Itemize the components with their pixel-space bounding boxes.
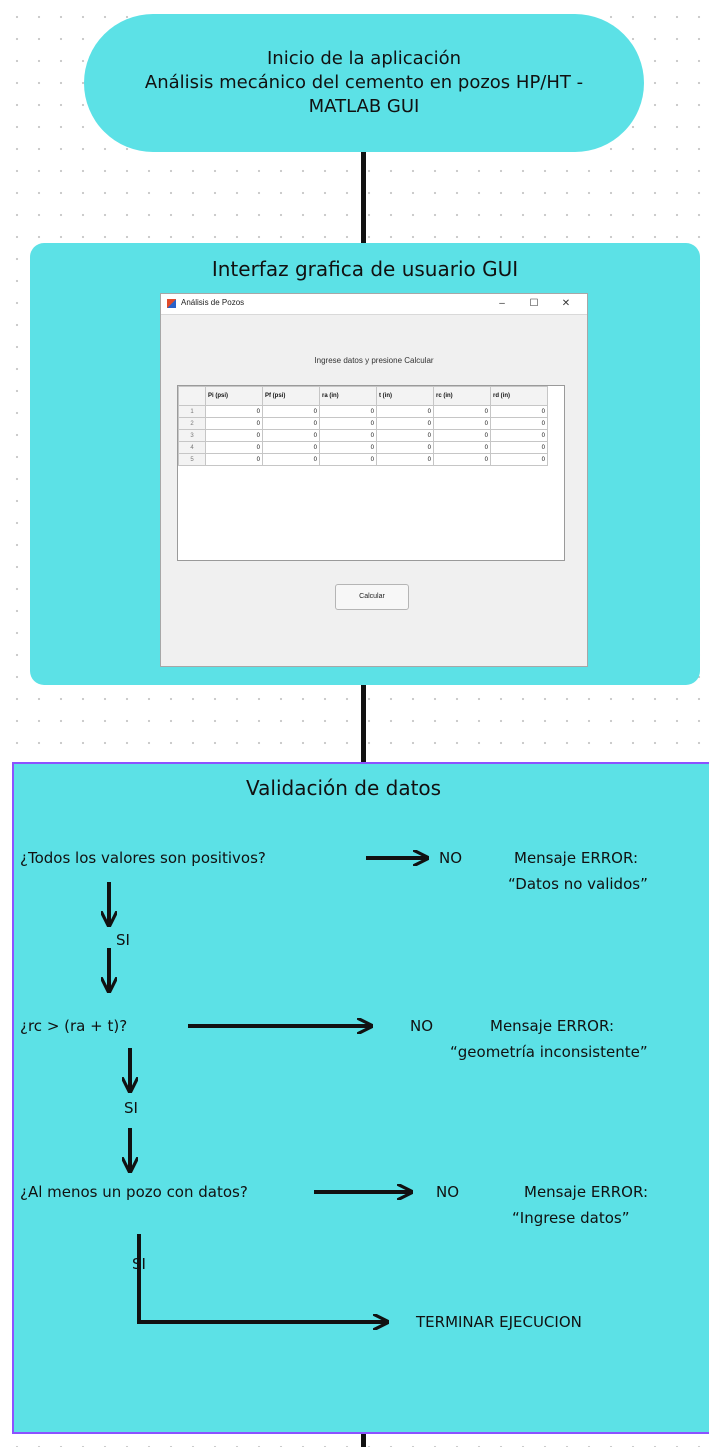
question-positive-values: ¿Todos los valores son positivos? [20,849,266,867]
row-number-header [178,386,206,406]
table-cell[interactable]: 0 [205,417,263,430]
row-number: 1 [178,405,206,418]
start-line-2: Análisis mecánico del cemento en pozos H… [144,72,584,93]
window-title: Análisis de Pozos [181,298,245,307]
table-cell[interactable]: 0 [205,441,263,454]
maximize-button[interactable]: ☐ [529,298,539,309]
column-header[interactable]: t (in) [376,386,434,406]
q1-error-message: “Datos no validos” [508,875,648,893]
calculate-button[interactable]: Calcular [335,584,409,610]
table-cell[interactable]: 0 [262,441,320,454]
table-cell[interactable]: 0 [319,417,377,430]
arrow-si3-to-end [137,1234,386,1322]
q1-no-label: NO [439,849,463,867]
table-cell[interactable]: 0 [376,405,434,418]
gui-node: Interfaz grafica de usuario GUI Análisis… [30,243,700,685]
table-cell[interactable]: 0 [262,429,320,442]
table-cell[interactable]: 0 [262,405,320,418]
table-cell[interactable]: 0 [376,429,434,442]
flow-arrows [14,764,709,1432]
start-line-3: MATLAB GUI [308,96,420,117]
connector-start-to-gui [361,152,366,243]
minimize-button[interactable]: – [499,298,505,309]
table-row: 2 0 0 0 0 0 0 [178,417,548,430]
q1-si-label: SI [116,931,130,949]
table-row: 5 0 0 0 0 0 0 [178,453,548,466]
connector-validation-bottom [361,1432,366,1447]
table-cell[interactable]: 0 [319,429,377,442]
column-header[interactable]: Pi (psi) [205,386,263,406]
window-titlebar: Análisis de Pozos – ☐ ✕ [161,294,587,315]
q1-error-title: Mensaje ERROR: [514,849,638,867]
table-cell[interactable]: 0 [433,429,491,442]
table-cell[interactable]: 0 [376,453,434,466]
table-cell[interactable]: 0 [490,429,548,442]
table-cell[interactable]: 0 [433,441,491,454]
validation-node: Validación de datos ¿Todos los valores s… [12,762,709,1434]
row-number: 3 [178,429,206,442]
table-cell[interactable]: 0 [376,441,434,454]
q2-error-title: Mensaje ERROR: [490,1017,614,1035]
table-cell[interactable]: 0 [490,417,548,430]
table-cell[interactable]: 0 [433,453,491,466]
table-cell[interactable]: 0 [433,417,491,430]
matlab-window: Análisis de Pozos – ☐ ✕ Ingrese datos y … [160,293,588,667]
column-header[interactable]: rc (in) [433,386,491,406]
table-cell[interactable]: 0 [262,417,320,430]
input-prompt: Ingrese datos y presione Calcular [314,356,434,365]
gui-node-title: Interfaz grafica de usuario GUI [211,257,519,281]
q3-error-message: “Ingrese datos” [512,1209,630,1227]
data-table: Pi (psi) Pf (psi) ra (in) t (in) rc (in)… [177,385,565,561]
table-cell[interactable]: 0 [433,405,491,418]
q3-si-label: SI [132,1255,146,1273]
close-button[interactable]: ✕ [561,298,571,309]
column-header[interactable]: rd (in) [490,386,548,406]
table-cell[interactable]: 0 [319,453,377,466]
table-row: 3 0 0 0 0 0 0 [178,429,548,442]
table-row: 1 0 0 0 0 0 0 [178,405,548,418]
table-cell[interactable]: 0 [205,453,263,466]
question-at-least-one-well: ¿Al menos un pozo con datos? [20,1183,248,1201]
row-number: 2 [178,417,206,430]
q2-no-label: NO [410,1017,434,1035]
column-header[interactable]: Pf (psi) [262,386,320,406]
table-cell[interactable]: 0 [205,405,263,418]
q2-si-label: SI [124,1099,138,1117]
q2-error-message: “geometría inconsistente” [450,1043,648,1061]
start-node: Inicio de la aplicación Análisis mecánic… [84,14,644,152]
table-cell[interactable]: 0 [490,453,548,466]
q3-error-title: Mensaje ERROR: [524,1183,648,1201]
end-execution-label: TERMINAR EJECUCION [416,1313,582,1331]
row-number: 4 [178,441,206,454]
start-line-1: Inicio de la aplicación [266,48,462,69]
data-grid: Pi (psi) Pf (psi) ra (in) t (in) rc (in)… [178,386,548,466]
matlab-app-icon [167,299,176,308]
table-cell[interactable]: 0 [490,441,548,454]
table-cell[interactable]: 0 [490,405,548,418]
table-cell[interactable]: 0 [319,441,377,454]
connector-gui-to-validation [361,685,366,762]
table-cell[interactable]: 0 [376,417,434,430]
table-cell[interactable]: 0 [205,429,263,442]
validation-title: Validación de datos [246,776,442,800]
q3-no-label: NO [436,1183,460,1201]
table-cell[interactable]: 0 [319,405,377,418]
table-cell[interactable]: 0 [262,453,320,466]
row-number: 5 [178,453,206,466]
column-header[interactable]: ra (in) [319,386,377,406]
question-geometry: ¿rc > (ra + t)? [20,1017,128,1035]
table-row: 4 0 0 0 0 0 0 [178,441,548,454]
table-header-row: Pi (psi) Pf (psi) ra (in) t (in) rc (in)… [178,386,548,406]
